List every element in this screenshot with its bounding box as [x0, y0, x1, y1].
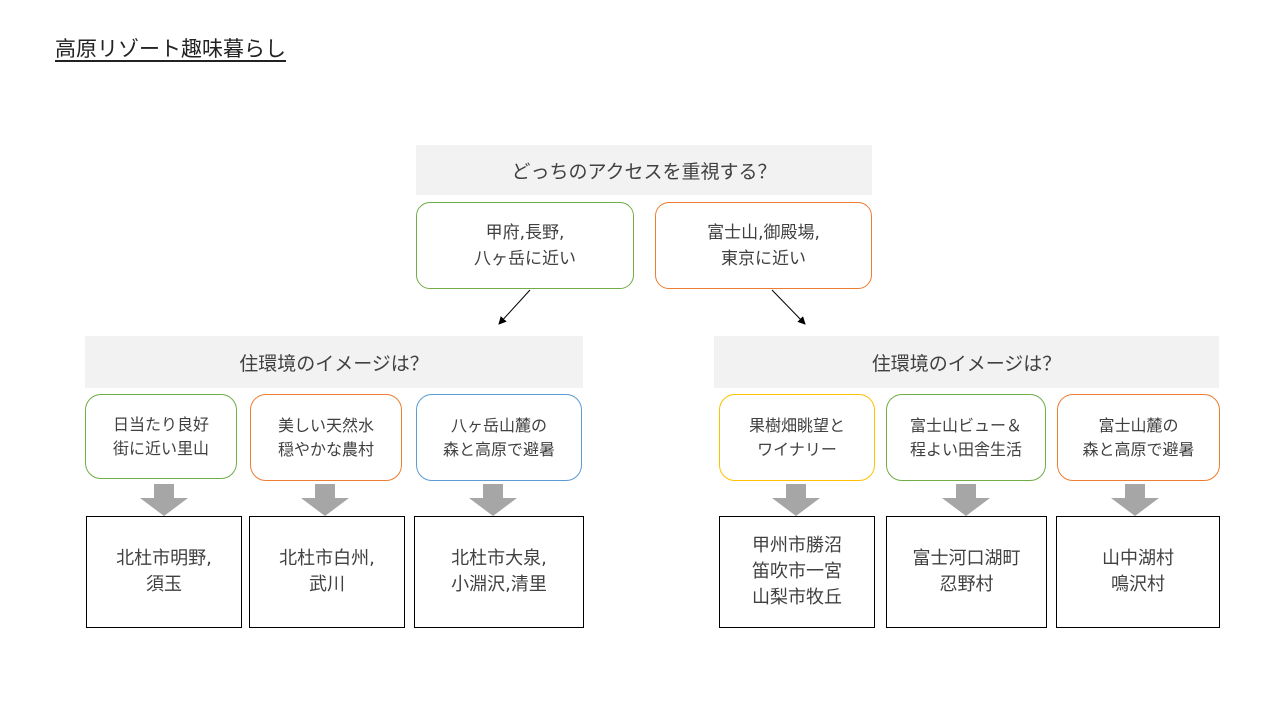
access-question-banner: どっちのアクセスを重視する？ — [416, 145, 872, 195]
down-arrow-icon — [301, 484, 349, 516]
image-option-yatsugatake-forest: 八ヶ岳山麓の 森と高原で避暑 — [416, 394, 582, 481]
result-line: 須玉 — [146, 574, 182, 595]
access-option-line: 甲府,長野, — [485, 222, 565, 243]
result-hokuto-oizumi: 北杜市大泉, 小淵沢,清里 — [414, 516, 584, 628]
image-option-line: 街に近い里山 — [112, 438, 209, 458]
result-line: 武川 — [309, 574, 345, 595]
left-living-question-banner: 住環境のイメージは？ — [85, 336, 583, 388]
result-line: 北杜市白州, — [279, 548, 375, 569]
result-line: 山梨市牧丘 — [752, 587, 842, 608]
image-option-line: ワイナリー — [757, 439, 837, 459]
result-line: 山中湖村 — [1102, 548, 1174, 569]
image-option-line: 富士山ビュー＆ — [909, 415, 1022, 435]
down-arrow-icon — [469, 484, 517, 516]
image-option-line: 程よい田舎生活 — [909, 439, 1022, 459]
result-yamanakako-narusawa: 山中湖村 鳴沢村 — [1056, 516, 1220, 628]
access-option-line: 富士山,御殿場, — [707, 222, 820, 243]
result-line: 忍野村 — [939, 574, 994, 595]
right-living-question-banner: 住環境のイメージは？ — [714, 336, 1219, 388]
image-option-line: 果樹畑眺望と — [748, 415, 845, 435]
access-option-fuji-tokyo: 富士山,御殿場, 東京に近い — [655, 202, 872, 289]
image-option-fuji-forest: 富士山麓の 森と高原で避暑 — [1057, 394, 1220, 481]
result-line: 富士河口湖町 — [912, 548, 1021, 569]
image-option-line: 森と高原で避暑 — [442, 439, 555, 459]
result-koshu-fuefuki-yamanashi: 甲州市勝沼 笛吹市一宮 山梨市牧丘 — [719, 516, 875, 628]
image-option-line: 美しい天然水 — [277, 415, 374, 435]
image-option-sunny-satoyama: 日当たり良好 街に近い里山 — [85, 394, 237, 479]
down-arrow-icon — [140, 484, 188, 516]
result-fujikawaguchiko-oshino: 富士河口湖町 忍野村 — [886, 516, 1047, 628]
result-line: 鳴沢村 — [1111, 574, 1165, 595]
down-arrow-icon — [942, 484, 990, 516]
result-line: 小淵沢,清里 — [451, 574, 547, 595]
access-option-kofu-nagano: 甲府,長野, 八ヶ岳に近い — [416, 202, 634, 289]
access-option-line: 八ヶ岳に近い — [474, 248, 576, 269]
down-arrow-icon — [772, 484, 820, 516]
image-option-line: 森と高原で避暑 — [1082, 439, 1195, 459]
result-line: 北杜市大泉, — [451, 548, 547, 569]
image-option-line: 穏やかな農村 — [277, 439, 374, 459]
result-line: 北杜市明野, — [116, 548, 212, 569]
down-arrow-icon — [1111, 484, 1159, 516]
image-option-orchard-winery: 果樹畑眺望と ワイナリー — [719, 394, 875, 481]
image-option-water-farm: 美しい天然水 穏やかな農村 — [250, 394, 402, 481]
result-hokuto-akeno: 北杜市明野, 須玉 — [86, 516, 242, 628]
result-line: 笛吹市一宮 — [752, 561, 842, 582]
image-option-line: 八ヶ岳山麓の — [450, 415, 547, 435]
result-line: 甲州市勝沼 — [752, 535, 842, 556]
image-option-fuji-view-country: 富士山ビュー＆ 程よい田舎生活 — [886, 394, 1046, 481]
image-option-line: 富士山麓の — [1098, 415, 1179, 435]
access-option-line: 東京に近い — [721, 248, 806, 269]
image-option-line: 日当たり良好 — [112, 414, 209, 434]
result-hokuto-hakushu: 北杜市白州, 武川 — [249, 516, 405, 628]
arrow-to-left-branch — [498, 289, 531, 325]
page-title: 高原リゾート趣味暮らし — [55, 37, 286, 61]
arrow-to-right-branch — [771, 289, 806, 325]
